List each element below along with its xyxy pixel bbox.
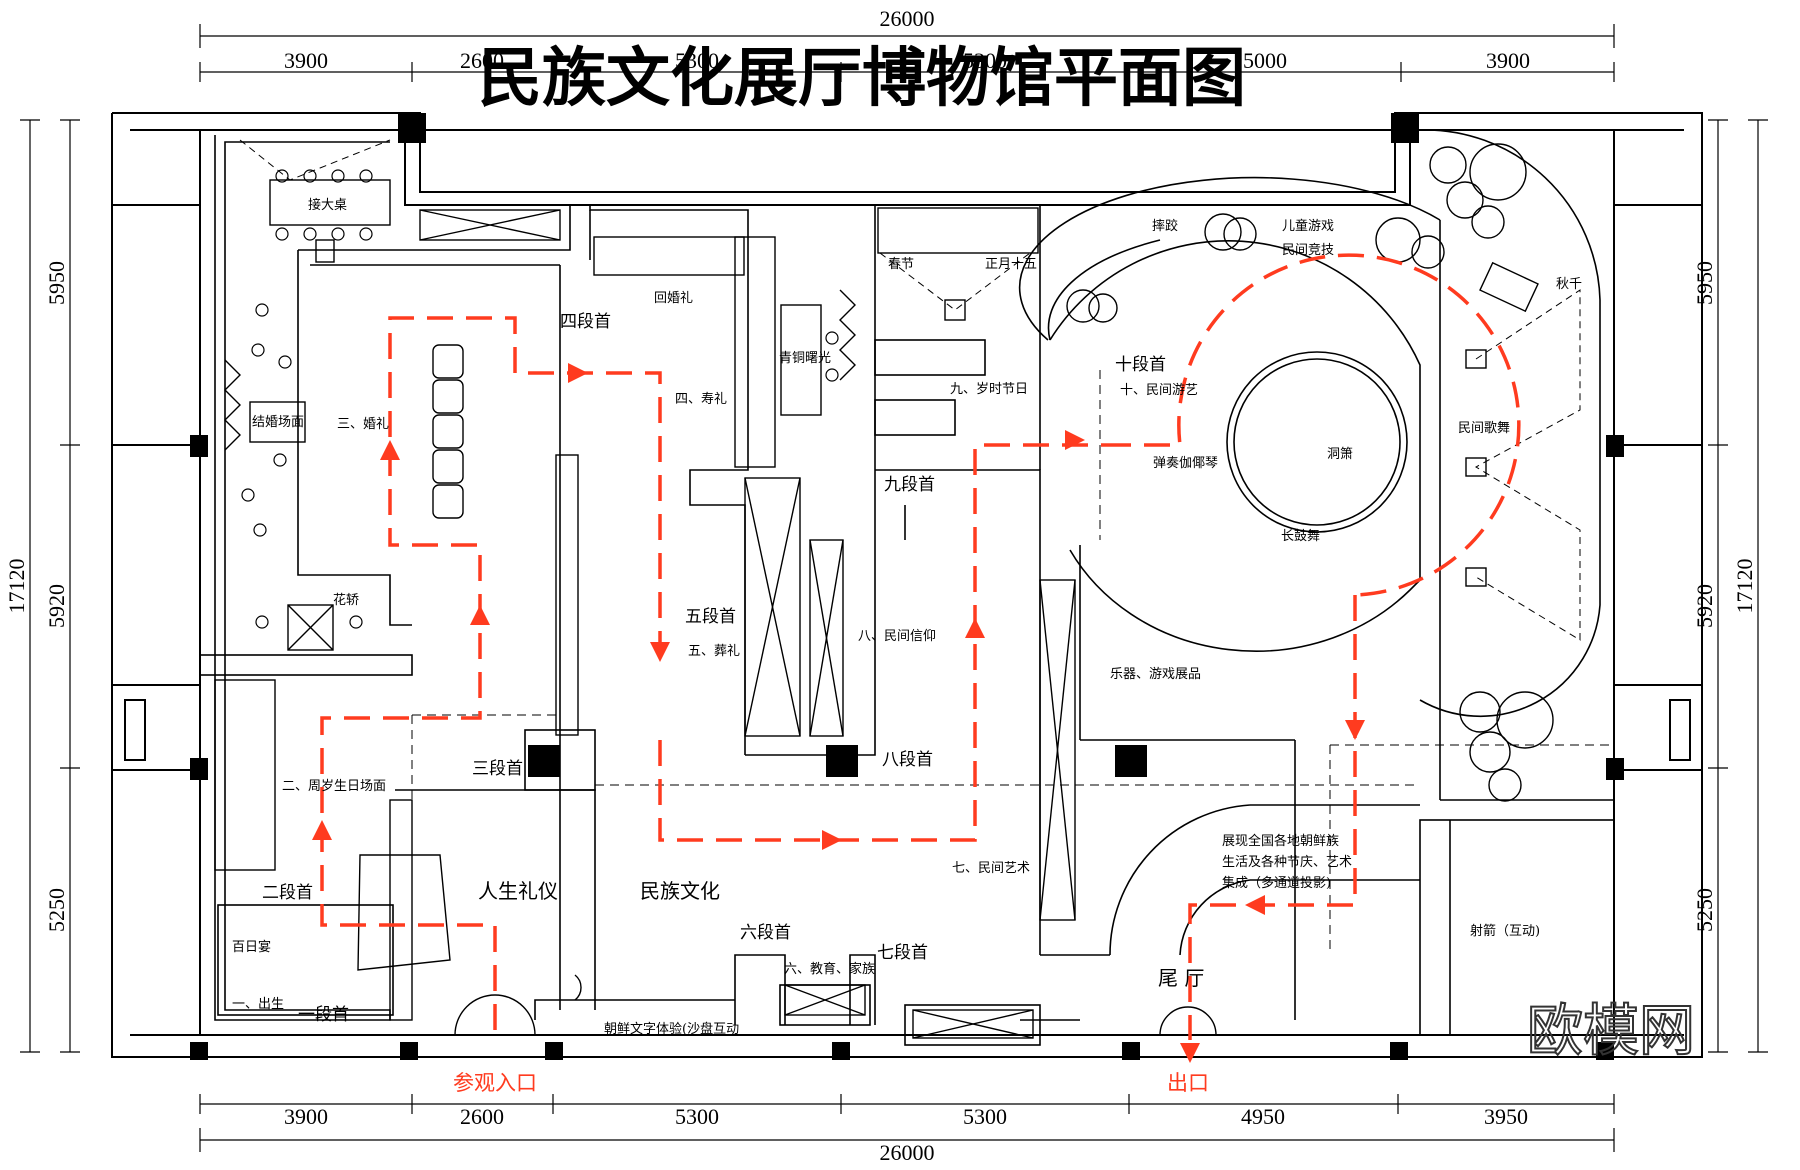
dim-right-2: 5920 xyxy=(1692,584,1717,628)
room-labels: 接大桌 结婚场面 三、婚礼 花轿 二、周岁生日场面 百日宴 一、出生 人生礼仪 … xyxy=(232,197,1582,1037)
label-wedding-scene: 结婚场面 xyxy=(252,415,304,430)
dim-top-3: 5300 xyxy=(675,48,719,73)
dim-bottom-total: 26000 xyxy=(880,1140,935,1165)
dim-top-6: 3900 xyxy=(1486,48,1530,73)
label-section-10: 十段首 xyxy=(1115,355,1166,375)
label-reception-table: 接大桌 xyxy=(308,197,347,213)
label-gayageum: 弹奏伽倻琴 xyxy=(1153,456,1218,471)
route-arrow-3 xyxy=(380,440,400,460)
entrance-label: 参观入口 xyxy=(453,1071,537,1095)
exit-label: 出口 xyxy=(1167,1071,1209,1095)
label-kids-games: 儿童游戏 xyxy=(1282,218,1334,234)
route-arrows xyxy=(312,363,1365,1063)
label-section-1: 一段首 xyxy=(298,1005,349,1025)
route-arrow-5 xyxy=(650,642,670,662)
watermark-logo: 欧模网 xyxy=(1527,999,1695,1064)
label-projection-line-3: 集成（多通道投影) xyxy=(1222,875,1331,891)
dim-right-total: 17120 xyxy=(1732,559,1757,614)
route-arrow-10 xyxy=(1245,895,1265,915)
dim-top-5: 5000 xyxy=(1243,48,1287,73)
columns xyxy=(190,113,1624,1060)
label-life-rites: 人生礼仪 xyxy=(478,879,558,903)
dimension-labels: 26000 3900 2600 5300 5300 5000 3900 3900… xyxy=(4,6,1757,1165)
dim-bottom-2: 2600 xyxy=(460,1104,504,1129)
dim-left-3: 5250 xyxy=(44,888,69,932)
label-flute: 洞箫 xyxy=(1327,446,1353,462)
dim-left-2: 5920 xyxy=(44,584,69,628)
dimension-lines xyxy=(20,24,1768,1152)
route-arrow-8 xyxy=(1065,430,1085,450)
visit-route xyxy=(320,253,1521,1040)
label-lantern-festival: 正月十五 xyxy=(985,257,1037,272)
dim-top-2: 2600 xyxy=(460,48,504,73)
route-arrow-2 xyxy=(470,605,490,625)
label-ethnic-culture: 民族文化 xyxy=(640,879,720,903)
route-arrow-1 xyxy=(312,820,332,840)
label-hundred-days: 百日宴 xyxy=(232,939,271,955)
label-birthday-rites: 四、寿礼 xyxy=(675,391,727,407)
dim-right-3: 5250 xyxy=(1692,888,1717,932)
dim-left-total: 17120 xyxy=(4,559,29,614)
label-swing: 秋千 xyxy=(1556,277,1582,292)
label-section-9: 九段首 xyxy=(884,475,935,495)
label-section-4: 四段首 xyxy=(560,312,611,332)
label-drum-dance: 长鼓舞 xyxy=(1281,529,1320,544)
dim-bottom-1: 3900 xyxy=(284,1104,328,1129)
projection-lines xyxy=(239,139,1581,641)
label-section-5: 五段首 xyxy=(685,607,736,627)
outer-walls xyxy=(111,112,1703,1058)
interior-walls xyxy=(199,129,1615,1046)
dim-bottom-6: 3950 xyxy=(1484,1104,1528,1129)
label-birth: 一、出生 xyxy=(232,997,284,1012)
section-dividers xyxy=(411,268,1614,1020)
dim-top-total: 26000 xyxy=(880,6,935,31)
dim-right-1: 5950 xyxy=(1692,261,1717,305)
label-tail-hall: 尾 厅 xyxy=(1158,966,1204,990)
label-section-7: 七段首 xyxy=(877,943,928,963)
route-arrow-6 xyxy=(822,830,842,850)
label-instruments: 乐器、游戏展品 xyxy=(1110,667,1201,682)
route-arrow-9 xyxy=(1345,720,1365,740)
dim-bottom-4: 5300 xyxy=(963,1104,1007,1129)
label-seasonal: 九、岁时节日 xyxy=(950,382,1028,397)
route-arrow-11 xyxy=(1180,1043,1200,1063)
dim-top-1: 3900 xyxy=(284,48,328,73)
route-arrow-4 xyxy=(568,363,588,383)
tree-icons xyxy=(224,143,1554,802)
label-wedding: 三、婚礼 xyxy=(337,416,389,432)
chair-icons xyxy=(241,169,839,629)
label-folk-songs: 民间歌舞 xyxy=(1458,421,1510,436)
label-education: 六、教育、家族 xyxy=(784,961,875,977)
label-spring-festival: 春节 xyxy=(888,257,914,272)
label-folk-sports: 民间竞技 xyxy=(1282,242,1334,258)
display-panels xyxy=(214,179,1539,1039)
label-folk-art: 七、民间艺术 xyxy=(952,861,1030,876)
label-return-wedding: 回婚礼 xyxy=(654,290,693,306)
label-section-6: 六段首 xyxy=(740,923,791,943)
label-flower-sedan: 花轿 xyxy=(333,592,359,608)
label-funeral: 五、葬礼 xyxy=(688,643,740,659)
section-labels: 一段首 二段首 三段首 四段首 五段首 六段首 七段首 八段首 九段首 十段首 xyxy=(262,312,1166,1025)
label-section-2: 二段首 xyxy=(262,883,313,903)
label-section-3: 三段首 xyxy=(472,759,523,779)
label-folk-games: 十、民间游艺 xyxy=(1120,383,1198,398)
label-folk-belief: 八、民间信仰 xyxy=(858,629,936,644)
label-korean-text: 朝鲜文字体验(沙盘互动 xyxy=(604,1021,739,1037)
label-first-birthday: 二、周岁生日场面 xyxy=(282,779,386,794)
plan-title: 民族文化展厅博物馆平面图 xyxy=(478,42,1246,116)
dim-bottom-3: 5300 xyxy=(675,1104,719,1129)
dim-left-1: 5950 xyxy=(44,261,69,305)
dim-top-4: 5300 xyxy=(963,48,1007,73)
label-projection-line-2: 生活及各种节庆、艺术 xyxy=(1222,854,1352,870)
route-arrow-7 xyxy=(965,618,985,638)
label-projection-line-1: 展现全国各地朝鲜族 xyxy=(1222,833,1339,849)
label-archery: 射箭（互动) xyxy=(1470,923,1540,939)
label-bronze: 青铜曙光 xyxy=(779,351,831,366)
label-section-8: 八段首 xyxy=(882,750,933,770)
dim-bottom-5: 4950 xyxy=(1241,1104,1285,1129)
label-wrestling: 摔跤 xyxy=(1152,218,1178,234)
